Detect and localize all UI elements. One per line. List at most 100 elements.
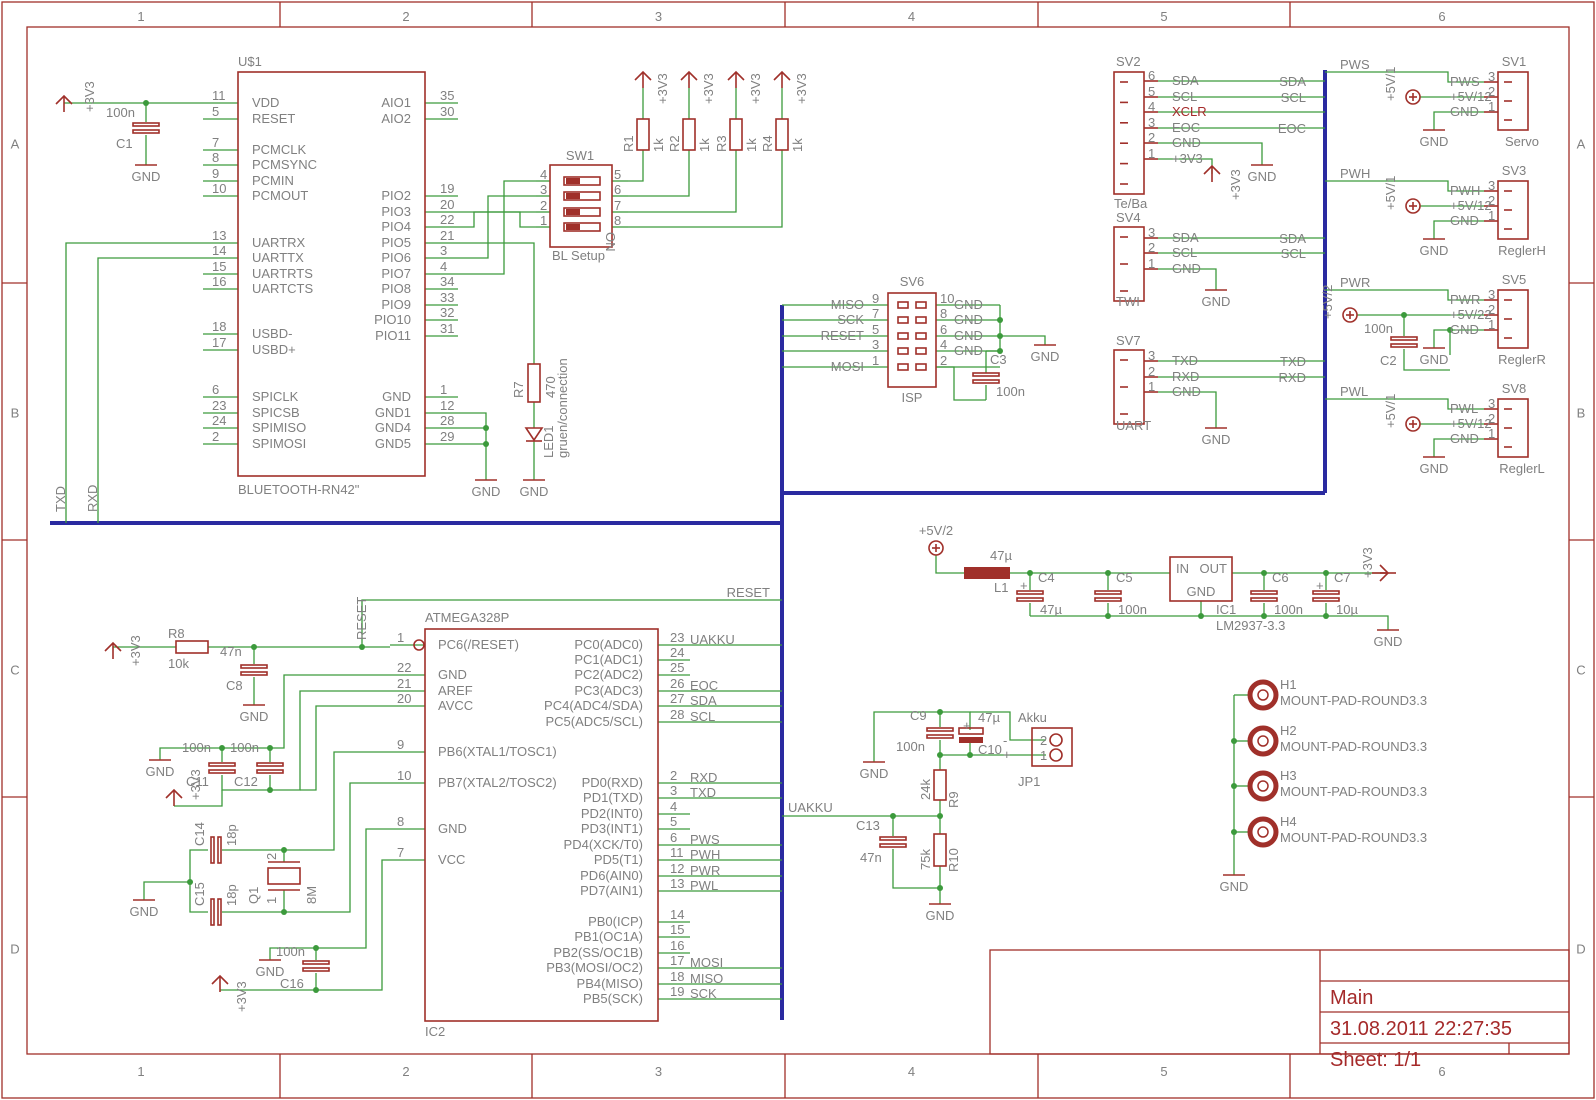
net-label-txd: TXD [53,486,68,512]
ic2-pin-name: PC1(ADC1) [574,652,643,667]
net-label: PWS [1340,57,1370,72]
pin-number: 6 [1148,68,1155,83]
gnd-label: GND [1420,352,1449,367]
u1-pin-name: GND [382,389,411,404]
pin-number: 1 [1148,146,1155,161]
junction-dot [1323,613,1329,619]
wire [1158,391,1217,428]
net-label-reset: RESET [727,585,770,600]
sw1-lever [566,193,580,199]
c13-capacitor [879,843,907,848]
pin-number: 3 [540,182,547,197]
frame-col-label: 3 [655,1064,662,1079]
pin-number: 3 [1148,348,1155,363]
gnd-label: GND [1031,349,1060,364]
r8-name: R8 [168,626,185,641]
c7-capacitor [1312,590,1340,595]
ic2-value: ATMEGA328P [425,610,509,625]
pin-number: 1 [1488,99,1495,114]
mount-value: MOUNT-PAD-ROUND3.3 [1280,693,1427,708]
pin-number: 2 [1148,240,1155,255]
l1-name: L1 [994,580,1008,595]
l1-value: 47µ [990,548,1012,563]
pin-number: 1 [1148,256,1155,271]
wire [284,751,390,851]
net-label: SCK [690,986,717,1001]
wire [1158,268,1217,290]
pin-number: 4 [540,167,547,182]
pin-number: 16 [212,274,226,289]
frame-col-label: 2 [402,9,409,24]
wire [458,242,535,364]
pin-number: 2 [540,198,547,213]
header-pin [915,301,927,309]
net-label: PWR [690,863,720,878]
pin-number: 4 [440,259,447,274]
c7-value: 10µ [1336,602,1358,617]
junction-dot [1447,327,1453,333]
q1-crystal [267,867,301,885]
ic2-pin-name: PC2(ADC2) [574,667,643,682]
wire [284,782,390,913]
net-label: PWL [1340,384,1368,399]
pin-number: 29 [440,429,454,444]
pin-number: 8 [614,213,621,228]
pin-number: 1 [872,353,879,368]
u1-pin-name: GND4 [375,420,411,435]
junction-dot [1261,613,1267,619]
pin-number: 2 [670,768,677,783]
u1-pin-name: PCMIN [252,173,294,188]
c7-name: C7 [1334,570,1351,585]
pin-number: 23 [212,398,226,413]
ic2-pin-name: GND [438,667,467,682]
wire [628,150,783,228]
pin-number: 14 [212,243,226,258]
jp1-pin [1049,748,1063,762]
pin-number: 27 [670,691,684,706]
sw1-value: BL Setup [552,248,605,263]
polarity-mark: + [1316,578,1324,593]
c16-name: C16 [280,976,304,991]
c1-value: 100n [106,105,135,120]
sheet-date: 31.08.2011 22:27:35 [1330,1018,1512,1040]
pin-name: GND [1172,384,1201,399]
gnd-label: GND [860,766,889,781]
sv7-value: UART [1116,418,1151,433]
ic2-pin-name: PC3(ADC3) [574,683,643,698]
supply-3v3-arrow-icon [773,70,791,88]
pin-number: 2 [1488,193,1495,208]
ic2-pin-name: PD5(T1) [594,852,643,867]
wire [935,555,964,574]
c12-capacitor [256,762,284,767]
c13-capacitor [879,836,907,841]
pin-number: 9 [212,166,219,181]
pin-name: GND [1172,261,1201,276]
pin-number: 33 [440,290,454,305]
pin-number: 17 [212,335,226,350]
r10-name: R10 [946,848,961,872]
ic2-pin-name: PB4(MISO) [577,976,643,991]
pin-number: 20 [440,197,454,212]
gnd-label: GND [1202,294,1231,309]
sw1-lever [566,224,580,230]
ic2-pin-name: PB7(XTAL2/TOSC2) [438,775,557,790]
ic2-pin-name: PB6(XTAL1/TOSC1) [438,744,557,759]
c14-capacitor [210,836,215,864]
resistor-name: R2 [667,135,682,152]
u1-pin-name: RESET [252,111,295,126]
r9-value: 24k [918,779,933,800]
r7-resistor [527,363,541,403]
sv2-name: SV2 [1116,54,1141,69]
u1-body [237,71,426,477]
supply-label: +5V/2 [1320,285,1335,319]
pin-number: 17 [670,953,684,968]
pin-name: PWS [1450,74,1480,89]
net-label: SDA [1279,231,1306,246]
frame-col-label: 3 [655,9,662,24]
c8-name: C8 [226,678,243,693]
gnd-label: GND [1220,879,1249,894]
sv4-name: SV4 [1116,210,1141,225]
wire [458,180,536,275]
supply-3v3-arrow-icon [634,70,652,88]
net-label: RESET [821,328,864,343]
